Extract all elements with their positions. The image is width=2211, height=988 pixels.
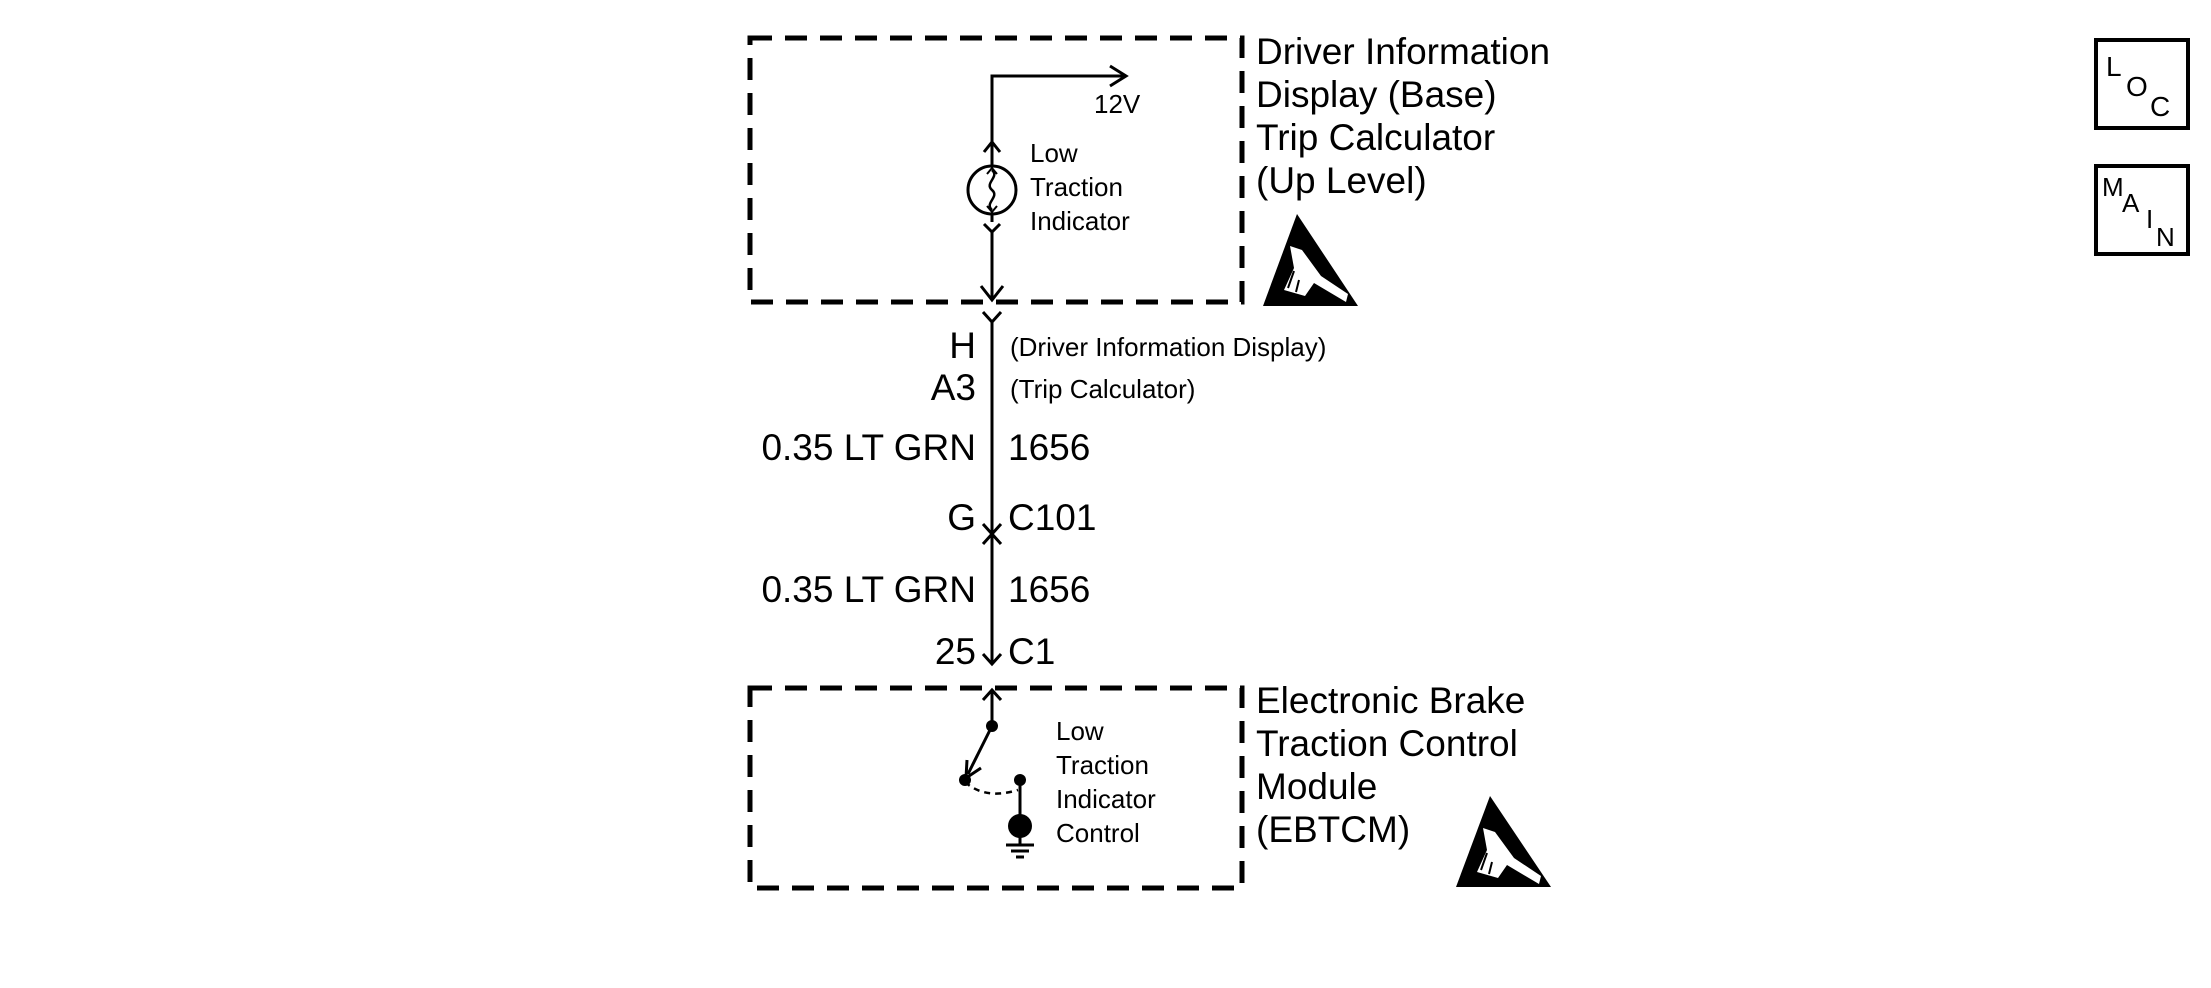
traction-switch-icon <box>959 692 1026 822</box>
wire-2-circuit: 1656 <box>1008 569 1090 610</box>
control-label-line-3: Indicator <box>1056 784 1156 814</box>
lower-connector: C1 <box>1008 631 1055 672</box>
upper-connector-female-icon <box>981 310 1003 325</box>
upper-module-title-line-4: (Up Level) <box>1256 160 1427 201</box>
upper-module-title-line-1: Driver Information <box>1256 31 1550 72</box>
indicator-lamp-icon <box>966 164 1018 216</box>
main-button[interactable]: M A I N <box>2094 164 2190 256</box>
lower-module-title-line-2: Traction Control <box>1256 723 1518 764</box>
loc-letter-l: L <box>2106 51 2122 82</box>
main-letter-n: N <box>2156 222 2175 252</box>
indicator-label-line-3: Indicator <box>1030 206 1130 236</box>
wire-harness: H (Driver Information Display) A3 (Trip … <box>761 310 1326 702</box>
upper-module-box <box>747 35 1245 305</box>
indicator-label-line-1: Low <box>1030 138 1078 168</box>
main-letter-m: M <box>2102 172 2124 202</box>
lower-module-box <box>747 685 1245 891</box>
c1-male-icon <box>981 687 1003 702</box>
control-label-line-4: Control <box>1056 818 1140 848</box>
wire-1-gauge-color: 0.35 LT GRN <box>761 427 976 468</box>
indicator-label-line-2: Traction <box>1030 172 1123 202</box>
loc-letter-c: C <box>2150 91 2170 122</box>
connector-arrow-icon <box>979 285 1005 303</box>
lower-module-title-line-1: Electronic Brake <box>1256 680 1525 721</box>
voltage-feed-line <box>990 74 1124 142</box>
esd-warning-icon <box>1456 796 1551 887</box>
lower-module: Electronic Brake Traction Control Module… <box>747 680 1551 891</box>
lower-pin: 25 <box>935 631 976 672</box>
control-label-line-2: Traction <box>1056 750 1149 780</box>
upper-module: Driver Information Display (Base) Trip C… <box>747 31 1550 306</box>
wire-2-gauge-color: 0.35 LT GRN <box>761 569 976 610</box>
voltage-arrow-icon <box>1109 64 1129 88</box>
lamp-bottom-chevron <box>982 222 1002 235</box>
upper-module-title-line-2: Display (Base) <box>1256 74 1497 115</box>
loc-letter-o: O <box>2126 71 2148 102</box>
upper-pin-2: A3 <box>931 367 976 408</box>
upper-pin-1-desc: (Driver Information Display) <box>1010 332 1326 362</box>
c1-female-icon <box>981 652 1003 667</box>
loc-button[interactable]: L O C <box>2094 38 2190 130</box>
esd-warning-icon <box>1263 214 1358 306</box>
upper-pin-1: H <box>949 325 976 366</box>
control-label-line-1: Low <box>1056 716 1104 746</box>
main-letter-a: A <box>2122 188 2140 218</box>
inline-pin: G <box>947 497 976 538</box>
main-letter-i: I <box>2146 204 2153 234</box>
upper-pin-2-desc: (Trip Calculator) <box>1010 374 1195 404</box>
upper-module-title-line-3: Trip Calculator <box>1256 117 1495 158</box>
wire-1-circuit: 1656 <box>1008 427 1090 468</box>
inline-connector: C101 <box>1008 497 1096 538</box>
lower-module-title-line-3: Module <box>1256 766 1377 807</box>
lower-module-title-line-4: (EBTCM) <box>1256 809 1410 850</box>
voltage-label: 12V <box>1094 89 1141 119</box>
ground-icon <box>1006 814 1034 859</box>
